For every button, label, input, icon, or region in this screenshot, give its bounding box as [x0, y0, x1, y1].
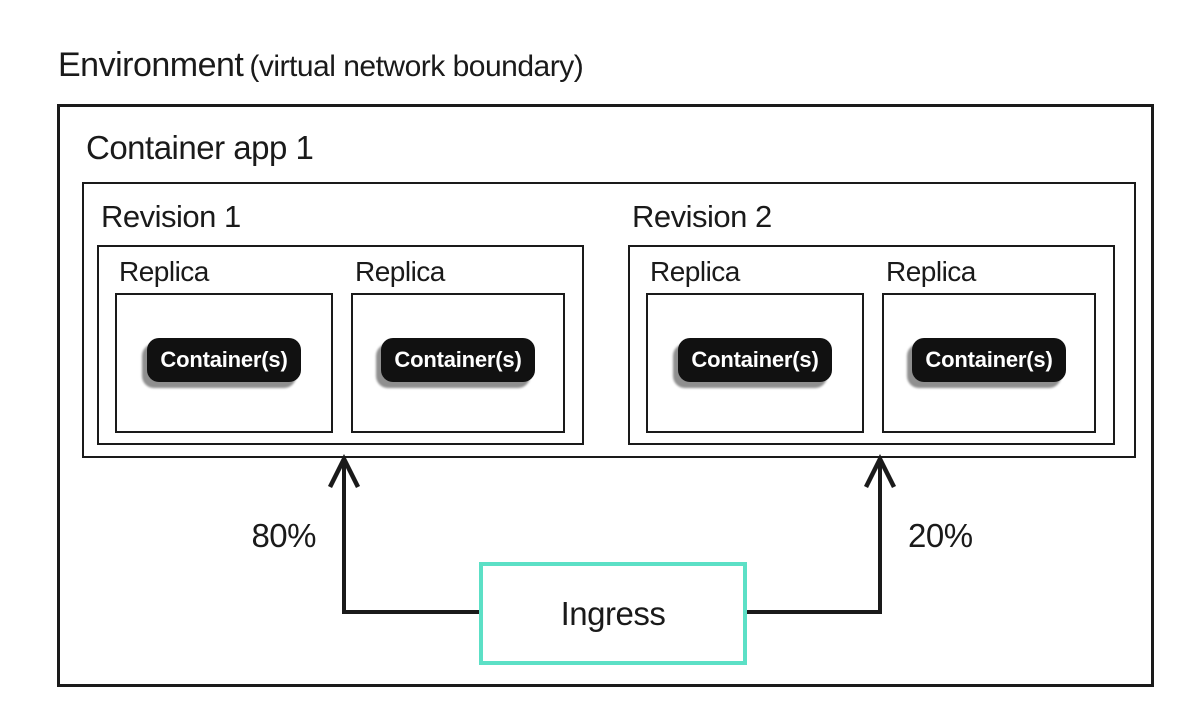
revision-1-label: Revision 1 [101, 199, 241, 234]
replica-box: Container(s) [115, 293, 333, 433]
revision-2-label: Revision 2 [632, 199, 772, 234]
environment-title: Environment(virtual network boundary) [58, 46, 584, 85]
environment-title-suffix: (virtual network boundary) [249, 50, 584, 83]
container-app-box: Revision 1 Replica Container(s) Replica … [82, 182, 1136, 458]
containers-badge: Container(s) [381, 338, 535, 382]
replica-label: Replica [119, 256, 209, 287]
containers-badge: Container(s) [147, 338, 301, 382]
replica-cell: Replica Container(s) [882, 256, 1096, 433]
revision-1-group: Revision 1 Replica Container(s) Replica … [97, 193, 584, 445]
containers-badge: Container(s) [912, 338, 1066, 382]
environment-title-main: Environment [58, 46, 244, 84]
containers-badge: Container(s) [678, 338, 832, 382]
replica-label: Replica [355, 256, 445, 287]
replica-label: Replica [886, 256, 976, 287]
traffic-percent-revision-2: 20% [908, 517, 973, 554]
revision-2-box: Replica Container(s) Replica Container(s… [628, 245, 1115, 445]
replica-box: Container(s) [351, 293, 565, 433]
replica-cell: Replica Container(s) [351, 256, 565, 433]
replica-box: Container(s) [882, 293, 1096, 433]
revision-2-group: Revision 2 Replica Container(s) Replica … [628, 193, 1115, 445]
ingress-label: Ingress [560, 594, 666, 632]
replica-cell: Replica Container(s) [115, 256, 333, 433]
replica-label: Replica [650, 256, 740, 287]
revision-1-box: Replica Container(s) Replica Container(s… [97, 245, 584, 445]
replica-box: Container(s) [646, 293, 864, 433]
ingress-box: Ingress [479, 562, 747, 665]
environment-boundary-box: Container app 1 Revision 1 Replica Conta… [57, 104, 1154, 687]
container-app-label: Container app 1 [86, 129, 314, 166]
replica-cell: Replica Container(s) [646, 256, 864, 433]
traffic-percent-revision-1: 80% [251, 517, 316, 554]
